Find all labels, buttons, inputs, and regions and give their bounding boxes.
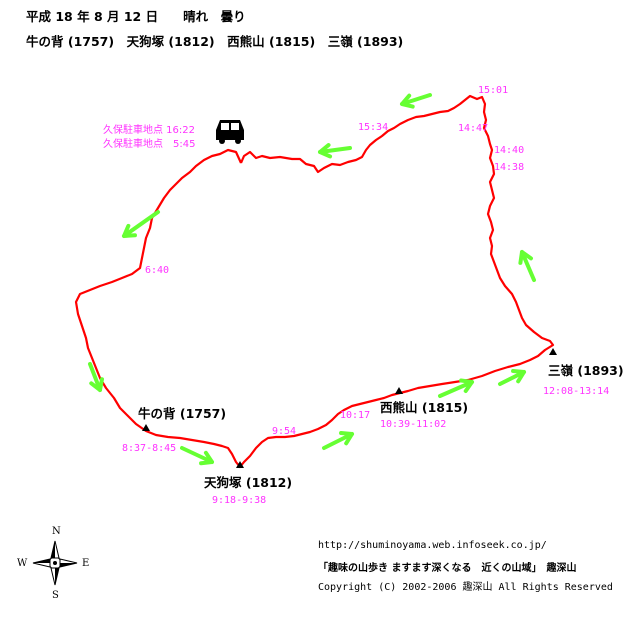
- compass-south: S: [52, 590, 59, 601]
- direction-arrow-head: [339, 431, 354, 446]
- time-label: 14:47: [458, 123, 488, 134]
- peak-name: 三嶺 (1893): [548, 363, 624, 378]
- direction-arrow-icon: [400, 93, 432, 106]
- date-weather-header: 平成 18 年 8 月 12 日 晴れ 曇り: [26, 9, 246, 24]
- peak-triangle-icon: [142, 424, 150, 431]
- parking-arrival-label: 久保駐車地点 16:22: [103, 123, 195, 136]
- peak-triangle-icon: [549, 348, 557, 355]
- car-icon: [216, 120, 244, 144]
- direction-arrow-icon: [318, 146, 352, 154]
- direction-arrow-icon: [88, 362, 102, 392]
- time-label: 14:38: [494, 162, 524, 173]
- direction-arrow-head: [199, 450, 214, 466]
- direction-arrow-head: [122, 223, 137, 238]
- peak-name: 西熊山 (1815): [380, 400, 468, 415]
- time-label: 10:17: [340, 410, 370, 421]
- compass-rose-icon: [32, 540, 78, 586]
- time-label: 6:40: [145, 265, 169, 276]
- direction-arrows: [88, 93, 536, 466]
- peak-time: 8:37-8:45: [122, 443, 176, 454]
- direction-arrow-icon: [438, 380, 474, 398]
- direction-arrow-icon: [498, 370, 526, 386]
- direction-arrow-icon: [520, 250, 536, 282]
- compass-west: W: [17, 558, 28, 569]
- time-label: 15:01: [478, 85, 508, 96]
- peaks-header: 牛の背 (1757) 天狗塚 (1812) 西熊山 (1815) 三嶺 (189…: [26, 34, 404, 49]
- direction-arrow-icon: [180, 446, 214, 464]
- direction-arrow-head: [400, 93, 415, 109]
- time-label: 14:40: [494, 145, 524, 156]
- direction-arrow-head: [518, 250, 533, 265]
- time-label: 15:34: [358, 122, 388, 133]
- direction-arrow-head: [89, 377, 104, 392]
- site-url: http://shuminoyama.web.infoseek.co.jp/: [318, 540, 547, 551]
- peak-time: 9:18-9:38: [212, 495, 266, 506]
- compass-east: E: [82, 558, 89, 569]
- parking-departure-label: 久保駐車地点 5:45: [103, 137, 195, 150]
- direction-arrow-icon: [322, 432, 354, 450]
- copyright: Copyright (C) 2002-2006 趣深山 All Rights R…: [318, 582, 613, 593]
- peak-time: 12:08-13:14: [543, 386, 609, 397]
- peak-name: 牛の背 (1757): [138, 406, 226, 421]
- compass-north: N: [52, 526, 61, 537]
- time-label: 9:54: [272, 426, 296, 437]
- direction-arrow-head: [511, 369, 526, 384]
- direction-arrow-head: [318, 143, 333, 159]
- peak-triangle-icon: [395, 387, 403, 394]
- peak-triangle-icon: [236, 461, 244, 468]
- site-tagline: 「趣味の山歩き ますます深くなる 近くの山域」 趣深山: [318, 563, 577, 574]
- direction-arrow-icon: [122, 210, 160, 238]
- peak-name: 天狗塚 (1812): [204, 475, 292, 490]
- direction-arrow-head: [459, 378, 474, 394]
- peak-time: 10:39-11:02: [380, 419, 446, 430]
